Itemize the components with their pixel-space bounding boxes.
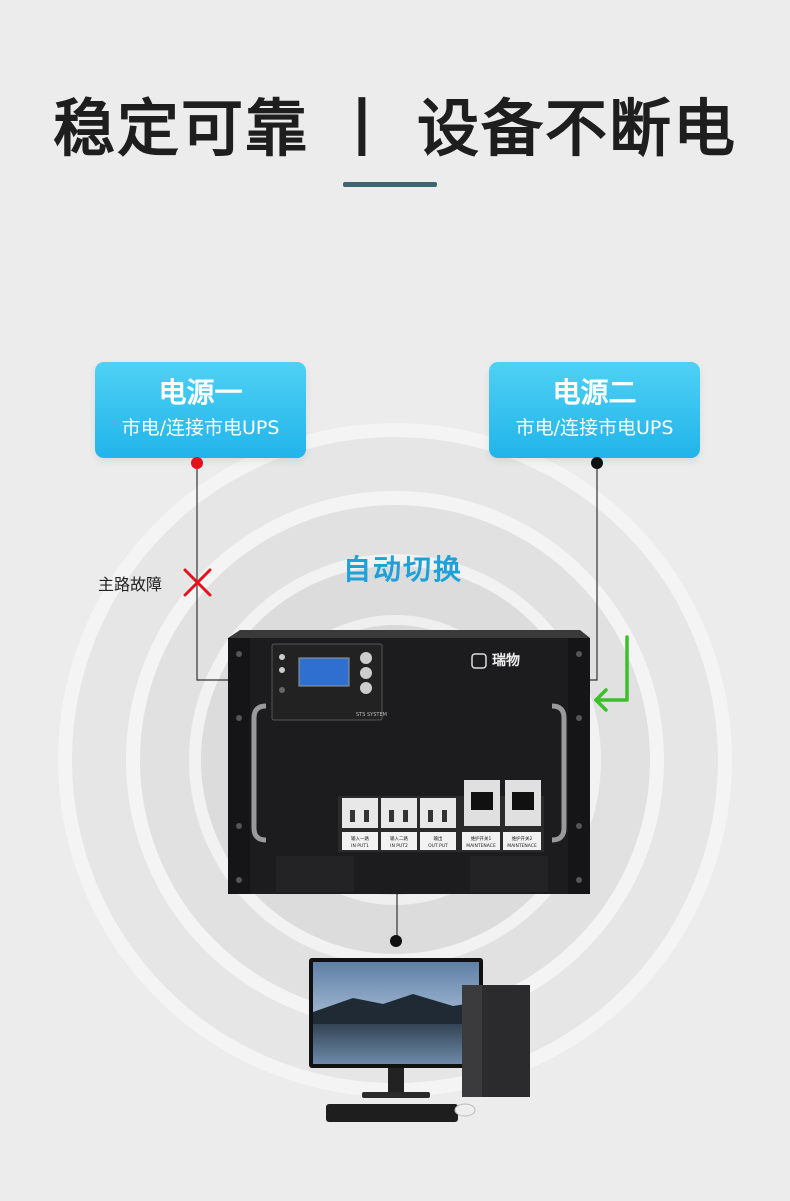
switch-arrow-icon [594,635,629,712]
fault-x-icon [183,568,212,597]
breaker-5-label-cn: 维护开关2 [512,835,533,842]
breaker-1-label-cn: 输入一路 [351,835,369,842]
breaker-4-label-cn: 维护开关1 [471,835,492,842]
auto-switch-label: 自动切换 [342,553,463,586]
breaker-1-label-en: IN PUT1 [351,843,369,849]
breaker-3-label-cn: 输出 [434,835,443,842]
panel-button-2 [360,667,372,679]
source-one-title: 电源一 [158,376,243,409]
brand-logo-icon [471,653,487,669]
source-one-subtitle: 市电/连接市电UPS [121,417,280,439]
panel-button-3 [360,682,372,694]
breaker-2-label-en: IN PUT2 [390,843,408,849]
breaker-2-label-cn: 输入二路 [390,835,408,842]
breaker-4-label-en: MAINTENACE [466,843,496,849]
breaker-3-label-en: OUT PUT [428,843,448,849]
page-title: 稳定可靠丨设备不断电 [0,78,790,168]
breaker-5-label-en: MAINTENACE [507,843,537,849]
lcd-display [298,657,350,687]
panel-system-text: STS SYSTEM [356,712,387,718]
fault-label: 主路故障 [98,575,163,594]
title-separator: 丨 [330,92,395,165]
panel-button-1 [360,652,372,664]
title-right: 设备不断电 [417,92,738,165]
title-underline [343,182,437,187]
title-left: 稳定可靠 [52,92,309,165]
source-two-title: 电源二 [552,376,637,409]
output-connection-dot [390,935,402,947]
source-two-connection-dot [591,457,603,469]
computer-icon [309,958,530,1122]
power-source-one-box: 电源一 市电/连接市电UPS [95,362,306,458]
power-source-two-box: 电源二 市电/连接市电UPS [489,362,700,458]
source-two-subtitle: 市电/连接市电UPS [515,417,674,439]
brand-name: 瑞物 [492,653,520,669]
source-one-connection-dot [191,457,203,469]
sts-rack-device [228,630,590,894]
